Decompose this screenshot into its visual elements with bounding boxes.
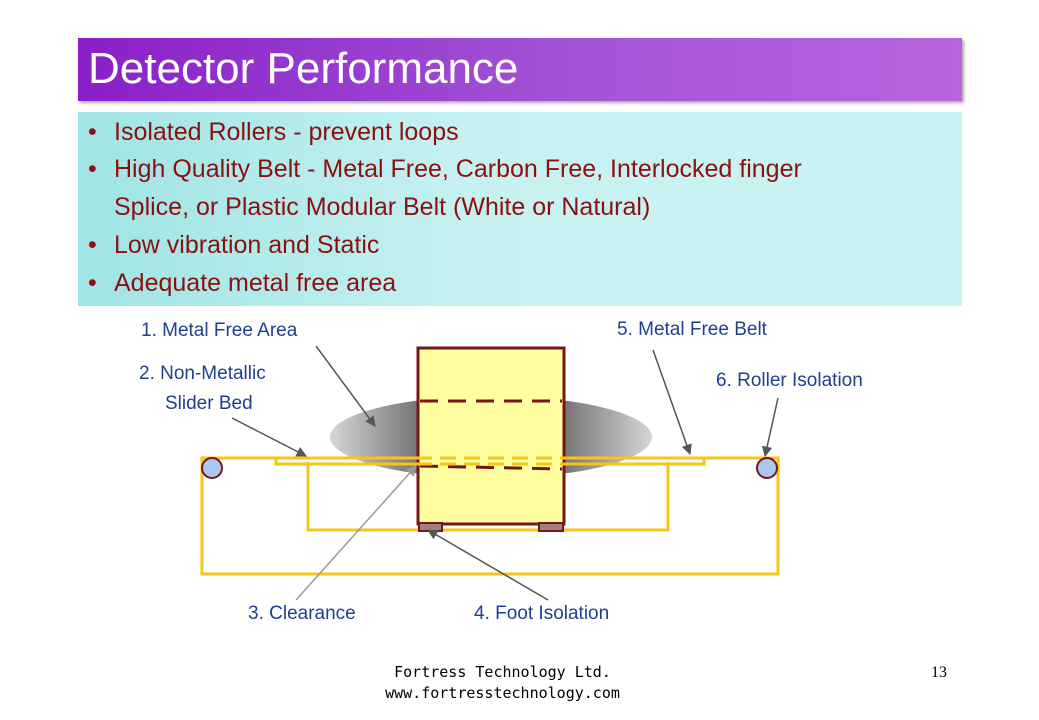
label-roller-isolation: 6. Roller Isolation	[716, 370, 863, 391]
bullet-list: • Isolated Rollers - prevent loops • High …	[78, 112, 962, 306]
arrow-foot-isolation	[427, 529, 549, 601]
slide-title: Detector Performance	[88, 44, 519, 93]
bullet-item-2: • High Quality Belt - Metal Free, Carbon …	[88, 155, 802, 184]
label-clearance: 3. Clearance	[248, 603, 356, 624]
detector-foot-left	[418, 522, 443, 532]
title-bar: Detector Performance	[78, 38, 962, 101]
arrow-slider-bed	[231, 417, 307, 457]
label-slider-bed: Slider Bed	[165, 393, 253, 414]
bullet-dot: •	[88, 231, 97, 259]
footer-website: www.fortresstechnology.com	[385, 684, 620, 702]
bullet-text: Adequate metal free area	[114, 269, 397, 297]
bullet-item-1: • Isolated Rollers - prevent loops	[88, 118, 459, 147]
label-metal-free-belt: 5. Metal Free Belt	[617, 319, 767, 340]
roller-right	[756, 457, 778, 479]
inner-frame	[306, 462, 670, 532]
detector-foot-right	[538, 522, 564, 532]
arrow-metal-free-area	[315, 345, 376, 427]
bullet-item-4: • Adequate metal free area	[88, 269, 396, 298]
bullet-dot: •	[88, 155, 97, 183]
arrow-metal-free-belt	[652, 349, 692, 455]
arrow-roller-isolation	[761, 397, 779, 458]
bullet-item-2-continuation: Splice, or Plastic Modular Belt (White o…	[114, 193, 651, 221]
detector-head	[416, 346, 566, 526]
label-metal-free-area: 1. Metal Free Area	[141, 320, 298, 341]
bullet-item-3: • Low vibration and Static	[88, 231, 379, 260]
page-number: 13	[931, 664, 947, 681]
arrow-clearance	[295, 465, 417, 601]
footer: Fortress Technology Ltd. www.fortresstec…	[380, 662, 625, 704]
label-foot-isolation: 4. Foot Isolation	[474, 603, 610, 624]
clearance-line-bottom	[419, 464, 563, 471]
bullet-text: High Quality Belt - Metal Free, Carbon F…	[114, 155, 802, 183]
bullet-dot: •	[88, 269, 97, 297]
bullet-dot: •	[88, 118, 97, 146]
label-non-metallic: 2. Non-Metallic	[139, 363, 266, 384]
footer-company: Fortress Technology Ltd.	[394, 663, 611, 681]
roller-left	[201, 457, 223, 479]
bullet-text: Low vibration and Static	[114, 231, 380, 259]
bullet-text: Isolated Rollers - prevent loops	[114, 118, 459, 146]
